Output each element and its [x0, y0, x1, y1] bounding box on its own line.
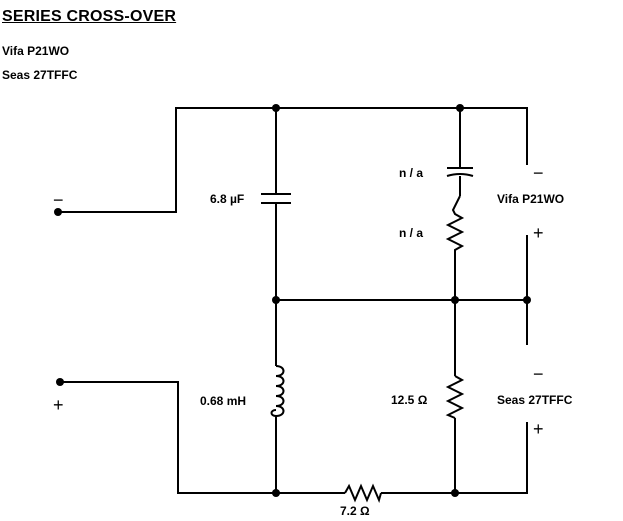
woofer-negative-sign: − — [533, 163, 544, 183]
input-positive-sign: + — [53, 395, 64, 415]
input-negative-wire — [54, 107, 528, 216]
woofer-label: Vifa P21WO — [497, 192, 564, 206]
tweeter-positive-sign: + — [533, 419, 544, 439]
tweeter-resistor-label: n / a — [399, 226, 423, 240]
tweeter-cap-resistor-branch — [445, 108, 474, 300]
series-capacitor-label: 6.8 µF — [210, 192, 244, 206]
bottom-resistor — [344, 483, 382, 503]
tweeter-label: Seas 27TFFC — [497, 393, 573, 407]
tweeter-name: Seas 27TFFC — [2, 68, 78, 82]
input-positive-wire — [56, 378, 528, 494]
woofer-positive-sign: + — [533, 223, 544, 243]
input-negative-sign: − — [53, 190, 64, 210]
bottom-resistor-label: 7.2 Ω — [340, 504, 370, 518]
woofer-name: Vifa P21WO — [2, 44, 70, 58]
shunt-resistor-label: 12.5 Ω — [391, 393, 428, 407]
junction-dots — [272, 104, 531, 497]
tweeter-cap-label: n / a — [399, 166, 423, 180]
tweeter-negative-sign: − — [533, 364, 544, 384]
series-capacitor — [261, 108, 291, 300]
inductor — [270, 300, 285, 493]
diagram-title: SERIES CROSS-OVER — [2, 8, 177, 25]
inductor-label: 0.68 mH — [200, 394, 246, 408]
shunt-resistor — [445, 300, 465, 493]
